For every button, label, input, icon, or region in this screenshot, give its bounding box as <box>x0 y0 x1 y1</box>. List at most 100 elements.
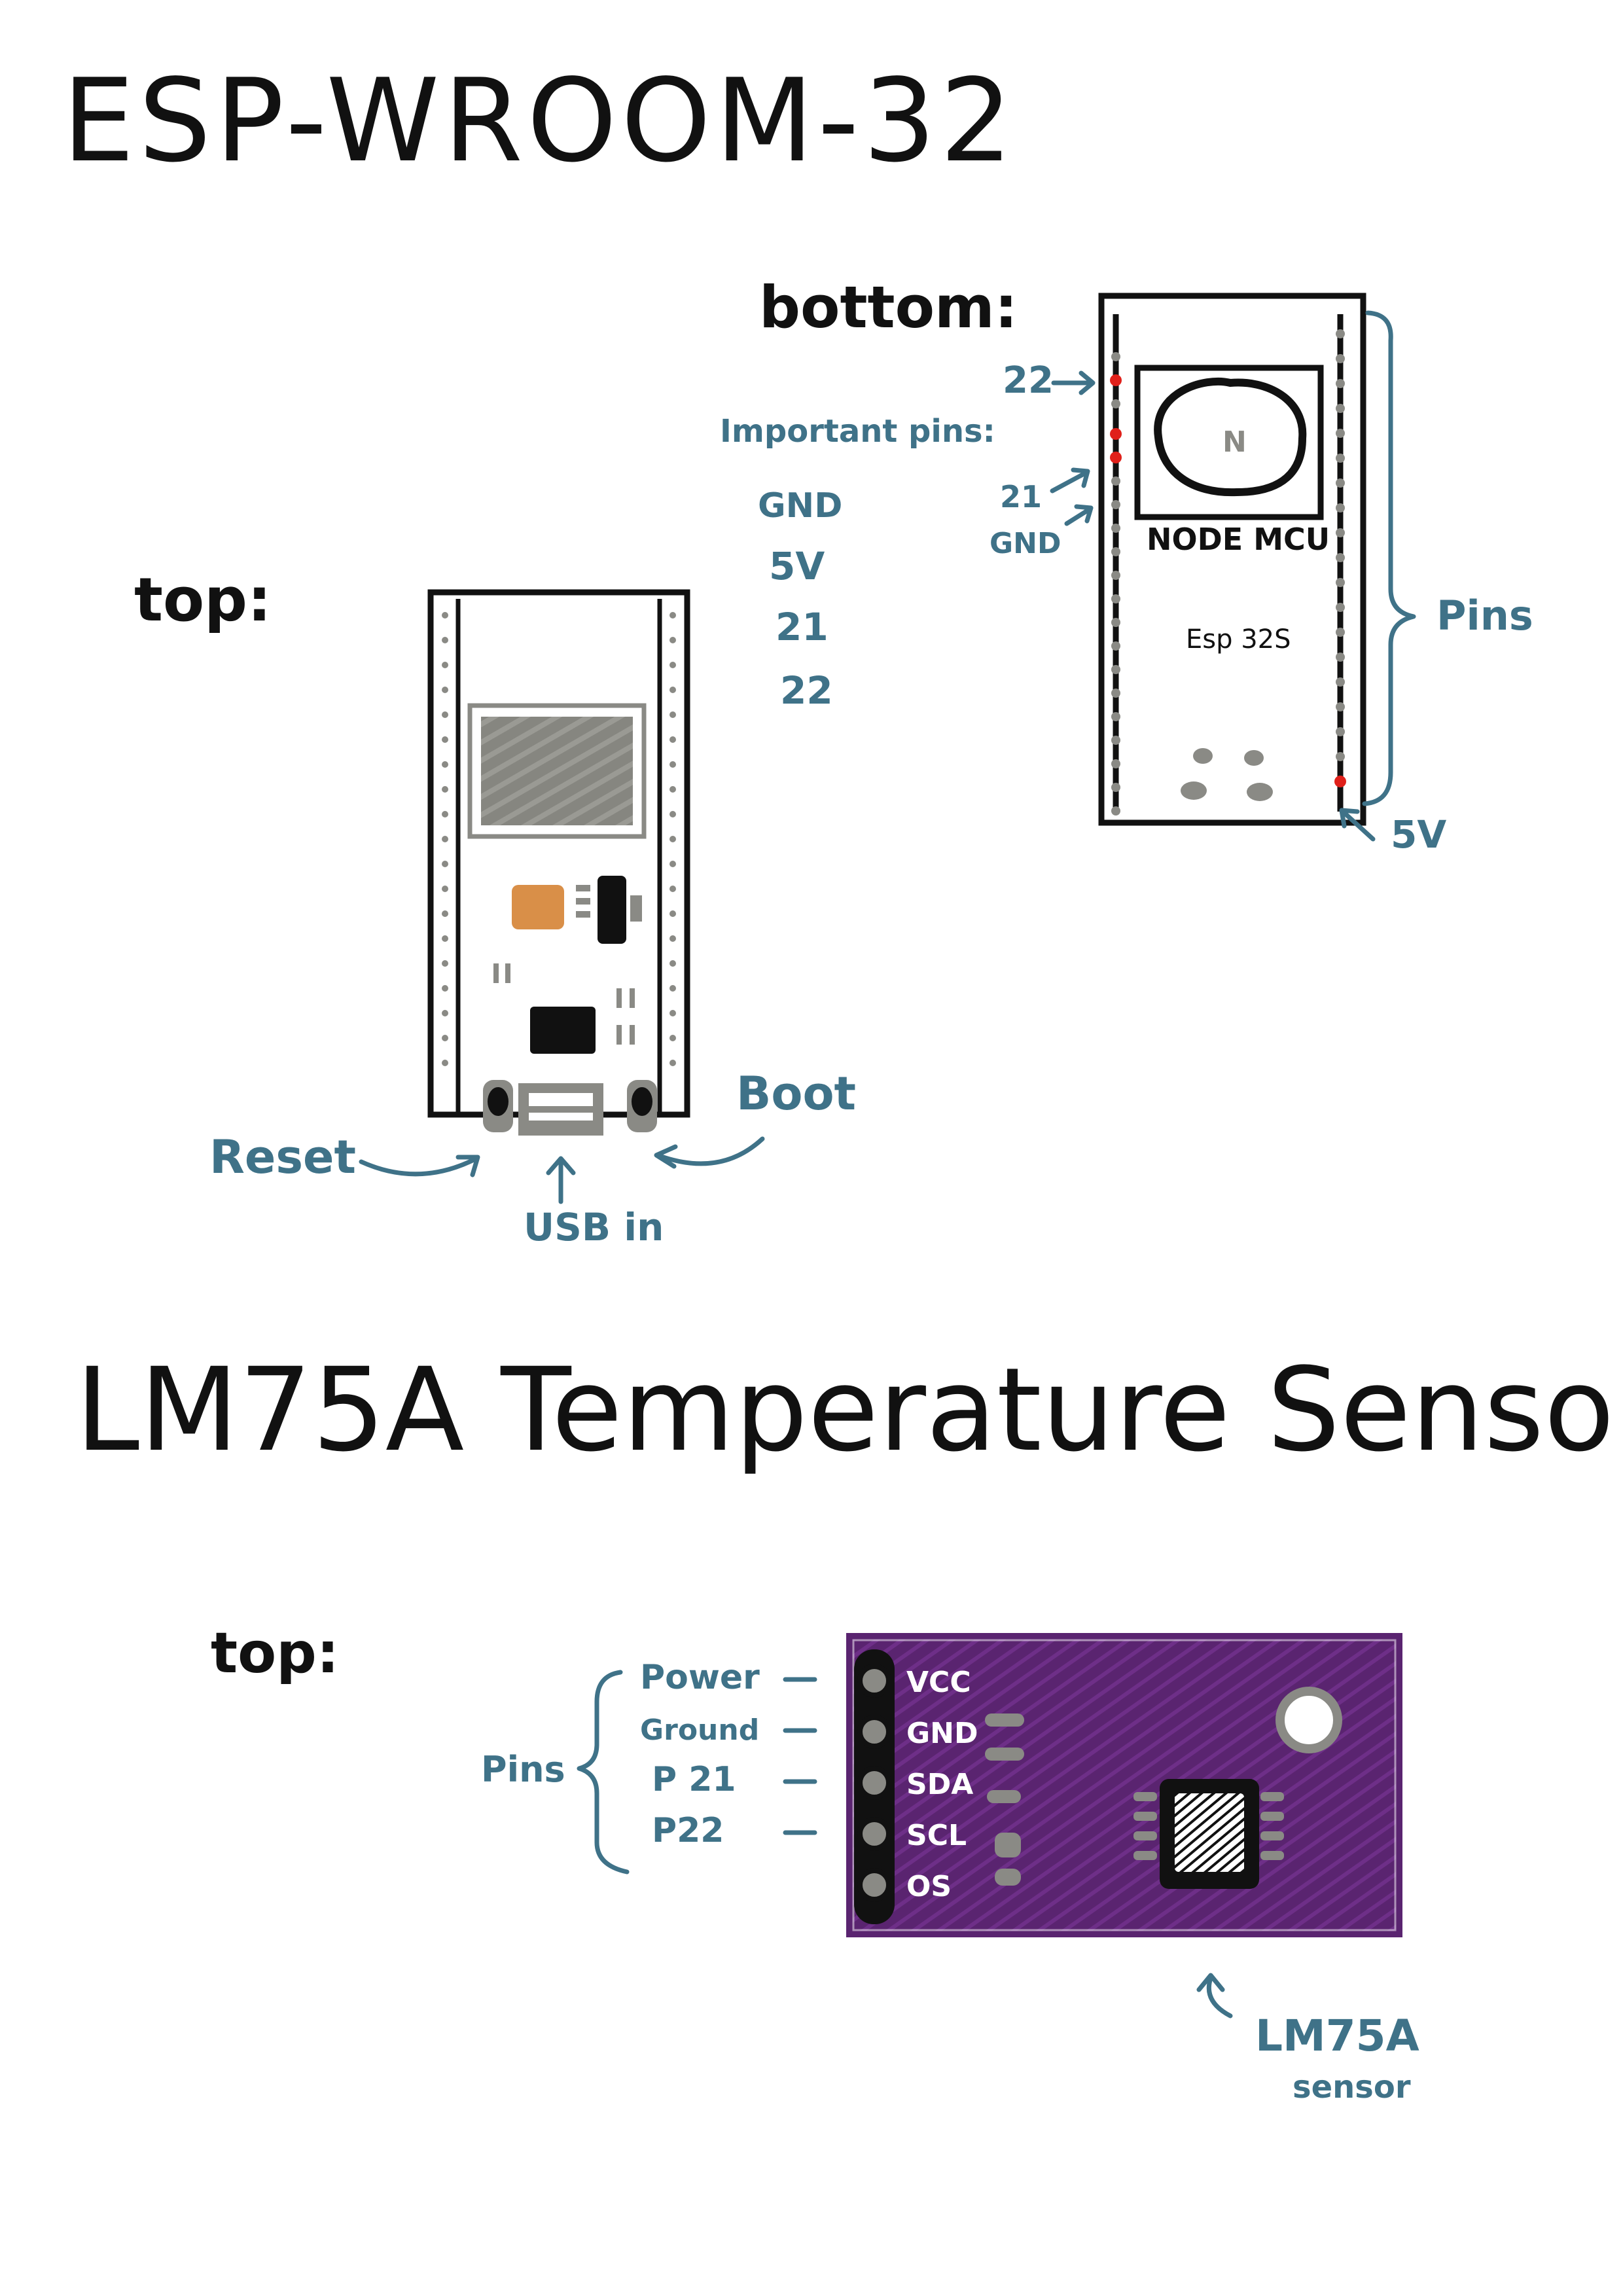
header-pin-dot <box>1336 354 1345 363</box>
header-pin-dot <box>1336 628 1345 637</box>
board-brand: NODE MCU <box>1147 522 1330 557</box>
header-pin-dot <box>669 960 676 967</box>
header-pin-dot <box>1111 665 1120 674</box>
esp-title: ESP-WROOM-32 <box>62 55 1016 188</box>
esp-bottom-pin-row-right <box>1334 329 1346 787</box>
header-pin-dot <box>1336 454 1345 463</box>
header-pin-dot <box>1111 736 1120 745</box>
header-pin-dot <box>442 910 448 917</box>
sensor-pins-bracket-label: Pins <box>481 1749 565 1790</box>
shield-n-letter: N <box>1222 425 1247 459</box>
esp-usb-uart-chip <box>530 1007 596 1054</box>
header-pin-dot <box>442 811 448 817</box>
header-pin-dot <box>442 1035 448 1041</box>
header-pin-dot <box>1336 528 1345 537</box>
header-pin-dot <box>1111 547 1120 556</box>
header-pin-dot <box>669 836 676 842</box>
header-pin-dot <box>669 662 676 668</box>
header-pin-dot <box>442 687 448 693</box>
header-pin-dot <box>442 1010 448 1016</box>
sensor-silk-vcc: VCC <box>906 1666 971 1699</box>
header-pin-dot <box>1336 379 1345 388</box>
header-pin-dot <box>442 935 448 942</box>
sensor-silk-scl: SCL <box>906 1819 967 1852</box>
header-pin-dot <box>1111 399 1120 408</box>
esp-top-board <box>427 589 690 1136</box>
esp-bottom-shield: N <box>1134 365 1324 520</box>
reset-arrow <box>359 1155 480 1177</box>
header-pin-dot <box>1336 578 1345 587</box>
header-pin-dot <box>1111 476 1120 486</box>
header-pin-dot <box>1111 783 1120 792</box>
sensor-pin-desc: P 21 <box>652 1760 736 1799</box>
header-pin-dot <box>1336 677 1345 687</box>
header-pin-dot <box>669 761 676 768</box>
sensor-pin-desc: Ground <box>640 1713 759 1747</box>
header-pin-dot <box>442 637 448 643</box>
sensor-ic-leads <box>1133 1792 1284 1860</box>
header-pin-dot <box>1336 404 1345 413</box>
esp-wifi-shield <box>467 703 647 839</box>
esp-top-heading: top: <box>134 565 272 635</box>
header-pin-dot <box>1111 524 1120 533</box>
header-pin-dot <box>1111 594 1120 603</box>
header-pin-dot <box>669 1060 676 1066</box>
header-pin-dot <box>1336 752 1345 761</box>
highlighted-pin <box>1110 374 1122 386</box>
esp-top-view: top: <box>134 565 856 1249</box>
header-pin-dot <box>442 861 448 867</box>
sensor-silk-gnd: GND <box>906 1717 978 1750</box>
sensor-pin-desc: P22 <box>652 1811 724 1850</box>
header-pin-dot <box>442 711 448 718</box>
header-pin-dot <box>1336 429 1345 438</box>
header-pin-dot <box>1336 503 1345 512</box>
header-pin-dot <box>442 662 448 668</box>
header-pin-dot <box>1111 641 1120 651</box>
important-pin-5v: 5V <box>769 544 825 588</box>
esp-bottom-view: bottom: Important pins: GND 5V 21 22 N N… <box>720 274 1533 857</box>
usb-label: USB in <box>524 1205 664 1249</box>
pin-gnd-label: GND <box>990 527 1061 560</box>
pin-5v-label: 5V <box>1391 812 1446 857</box>
esp-boot-button <box>627 1080 657 1132</box>
sensor-pins-bracket <box>577 1670 630 1874</box>
header-pin-dot <box>1336 653 1345 662</box>
esp-top-pin-row-right <box>669 612 676 1066</box>
header-pin-dot <box>1111 618 1120 627</box>
esp-bottom-board: N NODE MCU Esp 32S <box>1098 293 1366 826</box>
header-pin-dot <box>1111 571 1120 580</box>
sensor-smd-pads <box>985 1713 1024 1886</box>
highlighted-pin <box>1110 452 1122 463</box>
pin-callout-22: 22 <box>1003 359 1096 402</box>
header-pin-dot <box>669 711 676 718</box>
pins-bracket <box>1362 310 1416 806</box>
pin-callout-5v: 5V <box>1339 808 1446 857</box>
board-model: Esp 32S <box>1186 624 1291 655</box>
header-pin-dot <box>1336 553 1345 562</box>
header-pin-dot <box>669 811 676 817</box>
header-pin-dot <box>1336 329 1345 338</box>
important-pin-gnd: GND <box>758 486 842 526</box>
sensor-header-pin <box>857 1766 891 1800</box>
sensor-silk-os: OS <box>906 1870 952 1903</box>
header-pin-dot <box>669 910 676 917</box>
header-pin-dot <box>442 985 448 992</box>
important-pins-list: GND 5V 21 22 <box>758 486 842 713</box>
esp-reset-button <box>483 1080 513 1132</box>
header-pin-dot <box>1111 806 1120 816</box>
pin-callout-21: 21 <box>1000 467 1090 514</box>
header-pin-dot <box>1111 712 1120 721</box>
header-pin-dot <box>1336 702 1345 711</box>
pins-bracket-label: Pins <box>1436 592 1533 639</box>
highlighted-pin <box>1334 776 1346 787</box>
header-pin-dot <box>669 637 676 643</box>
pin-22-label: 22 <box>1003 359 1054 402</box>
pin-callout-gnd: GND <box>990 504 1094 560</box>
header-pin-dot <box>1336 478 1345 488</box>
important-pin-21: 21 <box>776 605 829 649</box>
header-pin-dot <box>442 736 448 743</box>
esp-usb-port <box>518 1083 603 1136</box>
lm75a-callout-line2: sensor <box>1293 2069 1411 2106</box>
